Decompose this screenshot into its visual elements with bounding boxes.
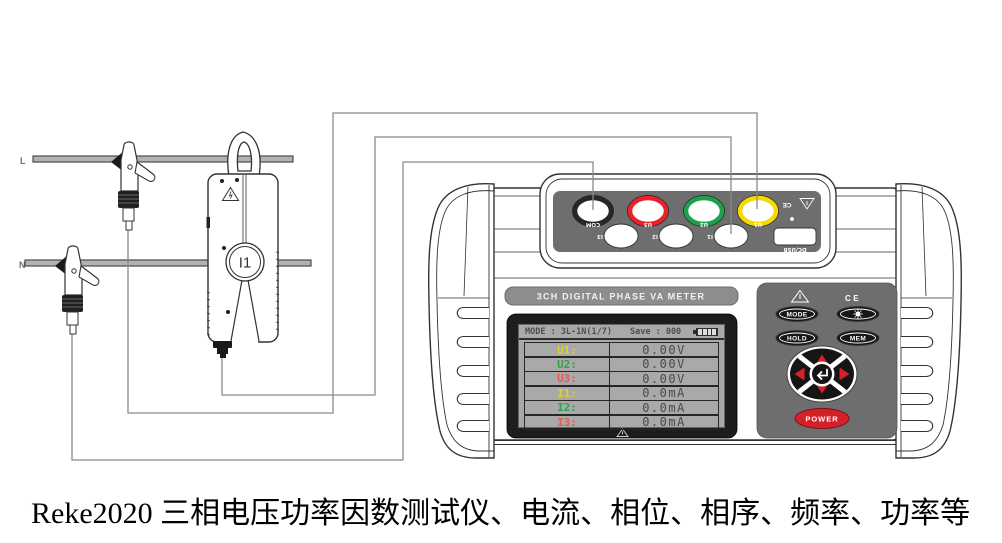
lcd-row-value: 0.00V bbox=[642, 357, 686, 372]
port-i1-label: I1 bbox=[707, 233, 713, 239]
sun-icon bbox=[853, 309, 863, 319]
lcd-row-u3: U3: 0.00V bbox=[524, 370, 719, 387]
alligator-clip-n bbox=[54, 245, 100, 335]
port-u1-label: U1 bbox=[754, 221, 762, 227]
port-u3: U3 bbox=[627, 195, 669, 227]
warning-triangle-keypad-icon bbox=[790, 289, 810, 303]
mode-button-label: MODE bbox=[786, 311, 807, 318]
model-banner-text: 3CH DIGITAL PHASE VA METER bbox=[537, 292, 705, 302]
lead-clamp-to-i1 bbox=[221, 136, 732, 396]
dc-usb-port: DC/USB bbox=[773, 227, 817, 252]
lcd-row-value: 0.0mA bbox=[642, 400, 686, 415]
ce-mark-top-panel: CE bbox=[782, 201, 792, 208]
lcd-status-bar: MODE : 3L-1N(1/7) Save : 000 bbox=[519, 325, 724, 340]
arrow-right-icon bbox=[839, 367, 850, 381]
left-handle bbox=[427, 182, 495, 459]
power-button-label: POWER bbox=[805, 414, 838, 423]
clamp-channel-label: I1 bbox=[239, 255, 252, 272]
body-contour-lines bbox=[492, 195, 897, 279]
lcd-save-text: Save : 000 bbox=[630, 326, 682, 337]
direction-pad bbox=[786, 345, 858, 403]
dc-usb-label: DC/USB bbox=[783, 246, 806, 252]
clamp-channel-badge: I1 bbox=[225, 242, 265, 282]
current-clamp: I1 bbox=[206, 131, 280, 358]
wire-l-label: L bbox=[20, 156, 26, 166]
wire-l: L bbox=[20, 155, 294, 166]
arrow-left-icon bbox=[794, 367, 805, 381]
lcd-row-label: I1: bbox=[525, 386, 610, 401]
top-housing: COM U3 U2 U1 I3 bbox=[539, 173, 837, 269]
lcd-row-label: U1: bbox=[525, 343, 610, 357]
hold-button-label: HOLD bbox=[787, 335, 807, 342]
clamp-screws bbox=[220, 178, 239, 314]
backlight-button bbox=[836, 306, 880, 322]
port-i2-label: I2 bbox=[652, 233, 658, 239]
lcd-row-value: 0.00V bbox=[642, 371, 686, 386]
mode-button: MODE bbox=[775, 306, 819, 322]
left-handle-grip-ridges bbox=[456, 306, 489, 433]
port-i2: I2 bbox=[652, 223, 694, 249]
lcd-row-value: 0.0mA bbox=[642, 386, 686, 401]
lcd-row-i2: I2: 0.0mA bbox=[524, 399, 719, 416]
warning-triangle-bezel-icon bbox=[616, 428, 629, 437]
lcd-row-label: U2: bbox=[525, 357, 610, 372]
lcd-row-label: I3: bbox=[525, 415, 610, 430]
power-button: POWER bbox=[794, 408, 850, 429]
lcd-row-value: 0.0mA bbox=[642, 415, 686, 430]
clamp-trigger bbox=[206, 217, 210, 228]
keypad-panel: CE MODE HOLD bbox=[756, 282, 898, 439]
lead-n-to-com bbox=[71, 161, 594, 461]
mem-button-label: MEM bbox=[850, 335, 866, 342]
hold-button: HOLD bbox=[775, 330, 819, 346]
clamp-jaw-hook bbox=[227, 131, 261, 177]
lcd-row-value: 0.00V bbox=[642, 343, 686, 357]
port-i3-label: I3 bbox=[597, 233, 603, 239]
lcd-mode-text: MODE : 3L-1N(1/7) bbox=[525, 326, 612, 337]
lcd-readings-table: U1: 0.00V U2: 0.00V U3: 0.00V I1: 0.0mA … bbox=[524, 342, 719, 431]
lcd-row-label: I2: bbox=[525, 400, 610, 415]
port-u1: U1 bbox=[737, 195, 779, 227]
port-com: COM bbox=[572, 195, 614, 227]
clamp-cable-connector bbox=[213, 341, 232, 358]
lcd-row-u1: U1: 0.00V bbox=[524, 342, 719, 358]
wire-l-conductor bbox=[32, 155, 294, 163]
wire-n-conductor bbox=[24, 259, 312, 267]
port-i3: I3 bbox=[597, 223, 639, 249]
wire-n-label: N bbox=[19, 260, 26, 270]
warning-triangle-top-icon bbox=[799, 198, 815, 210]
enter-button bbox=[812, 364, 832, 384]
port-com-label: COM bbox=[586, 221, 600, 227]
clamp-grip-ribs bbox=[206, 251, 280, 336]
power-led bbox=[789, 216, 795, 222]
mem-button: MEM bbox=[836, 330, 880, 346]
clamp-leg-gap bbox=[232, 337, 258, 344]
right-handle-grip-ridges bbox=[901, 306, 934, 433]
wire-n: N bbox=[19, 259, 312, 270]
lcd-row-label: U3: bbox=[525, 371, 610, 386]
enter-icon bbox=[816, 368, 828, 380]
lcd-row-u2: U2: 0.00V bbox=[524, 356, 719, 373]
port-u3-label: U3 bbox=[644, 221, 652, 227]
right-handle bbox=[895, 182, 963, 459]
ce-mark-keypad: CE bbox=[845, 294, 861, 303]
lcd-row-i1: I1: 0.0mA bbox=[524, 385, 719, 402]
lcd-screen: MODE : 3L-1N(1/7) Save : 000 U1: 0.00V U… bbox=[518, 324, 725, 431]
port-u2: U2 bbox=[683, 195, 725, 227]
port-u2-label: U2 bbox=[700, 221, 708, 227]
lead-routing bbox=[71, 112, 758, 461]
warning-triangle-clamp-icon bbox=[221, 186, 240, 201]
lcd-row-i3: I3: 0.0mA bbox=[524, 414, 719, 431]
lead-l-to-u1 bbox=[127, 112, 758, 414]
model-banner: 3CH DIGITAL PHASE VA METER bbox=[504, 286, 739, 306]
caption-text: Reke2020 三相电压功率因数测试仪、电流、相位、相序、频率、功率等 bbox=[31, 497, 971, 530]
battery-icon bbox=[693, 327, 718, 336]
alligator-clip-l bbox=[110, 141, 156, 231]
